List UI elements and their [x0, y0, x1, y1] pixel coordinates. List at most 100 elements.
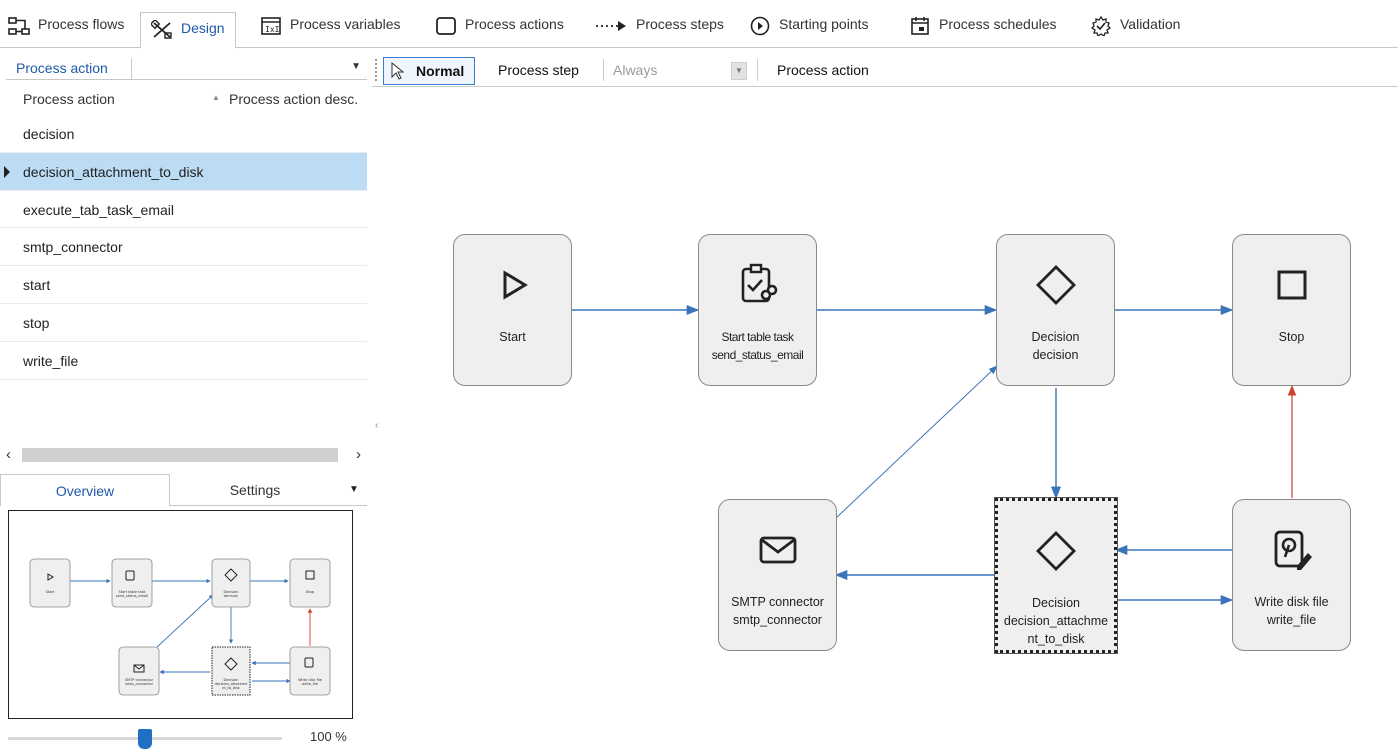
normal-mode-button[interactable]: Normal — [383, 57, 475, 85]
tab-process-flows[interactable]: Process flows — [4, 10, 134, 48]
diamond-icon — [1036, 531, 1076, 571]
pointer-cursor-icon — [391, 62, 404, 80]
overview-minimap[interactable]: Start Start table task send_status_email… — [8, 510, 353, 719]
svg-text:decision_attachme: decision_attachme — [215, 682, 248, 686]
tab-label: Process flows — [38, 16, 125, 32]
scroll-left-icon[interactable]: ‹ — [6, 446, 11, 463]
chevron-down-icon[interactable]: ▼ — [731, 62, 747, 80]
diagram-toolbar: Normal Process step Always ▼ Process act… — [372, 55, 1398, 87]
svg-text:SMTP connector: SMTP connector — [125, 678, 154, 682]
toolbar-grip[interactable] — [375, 59, 377, 81]
table-row[interactable]: execute_tab_task_email — [0, 191, 367, 229]
row-cell: smtp_connector — [23, 239, 123, 256]
node-stop[interactable]: Stop — [1232, 234, 1351, 386]
zoom-label: 100 % — [310, 729, 347, 744]
tab-label: Validation — [1120, 16, 1181, 32]
dotted-arrow-icon — [594, 16, 628, 36]
grid-header: Process action ▲ Process action desc. — [0, 85, 367, 113]
table-row[interactable]: start — [0, 266, 367, 304]
table-row[interactable]: stop — [0, 304, 367, 342]
minimap-diagram: Start Start table task send_status_email… — [29, 558, 331, 696]
tab-process-actions[interactable]: Process actions — [431, 10, 574, 48]
play-circle-icon — [749, 16, 771, 36]
node-smtp-connector[interactable]: SMTP connector smtp_connector — [718, 499, 837, 651]
node-start[interactable]: Start — [453, 234, 572, 386]
chevron-down-icon: ▼ — [349, 484, 359, 495]
node-subtitle: write_file — [1266, 613, 1317, 627]
tab-label: Process schedules — [939, 16, 1057, 32]
row-cell: start — [23, 277, 51, 294]
design-icon — [151, 20, 173, 40]
node-title: Start table task — [721, 330, 794, 344]
row-cell: stop — [23, 314, 50, 331]
node-title: Decision — [1031, 330, 1080, 344]
tab-design[interactable]: Design — [140, 12, 236, 49]
play-icon — [503, 270, 528, 300]
stop-square-icon — [1277, 270, 1306, 300]
combo-value: Process action — [16, 60, 108, 76]
node-title: Stop — [1278, 330, 1305, 344]
tab-label: Process variables — [290, 16, 401, 32]
node-subtitle: send_status_email — [711, 348, 804, 362]
node-subtitle: smtp_connector — [733, 613, 822, 627]
table-row-selected[interactable]: decision_attachment_to_disk — [0, 152, 367, 191]
tab-menu-button[interactable]: ▼ — [340, 474, 367, 506]
node-subtitle: decision — [1032, 348, 1079, 362]
node-title: SMTP connector — [731, 595, 824, 609]
current-row-marker-icon — [4, 165, 10, 178]
svg-text:write_file: write_file — [302, 682, 318, 686]
bottom-tabs: Overview Settings ▼ — [0, 474, 367, 506]
process-action-button[interactable]: Process action — [777, 62, 869, 78]
node-start-table-task[interactable]: Start table task send_status_email — [698, 234, 817, 386]
node-subtitle-cont: nt_to_disk — [1027, 632, 1085, 646]
chevron-down-icon[interactable]: ▼ — [351, 61, 361, 72]
condition-dropdown[interactable]: Always ▼ — [608, 59, 750, 83]
condition-value: Always — [613, 62, 658, 78]
tab-process-variables[interactable]: IxI Process variables — [256, 10, 411, 48]
scrollbar-thumb[interactable] — [22, 448, 338, 462]
svg-text:Start: Start — [46, 590, 55, 594]
rounded-square-icon — [435, 16, 457, 36]
node-decision[interactable]: Decision decision — [996, 234, 1115, 386]
combo-separator — [131, 58, 132, 80]
process-step-button[interactable]: Process step — [498, 62, 579, 78]
tab-overview[interactable]: Overview — [0, 474, 170, 506]
node-title: Decision — [1032, 596, 1080, 610]
zoom-thumb[interactable] — [138, 729, 152, 749]
svg-text:Decision: Decision — [224, 678, 239, 682]
tab-settings[interactable]: Settings — [170, 474, 340, 506]
left-panel: Process action ▼ Process action ▲ Proces… — [0, 49, 367, 750]
svg-text:smtp_connector: smtp_connector — [125, 682, 154, 686]
row-cell: decision — [23, 126, 75, 142]
tab-starting-points[interactable]: Starting points — [745, 10, 879, 48]
panel-splitter[interactable]: ‹ — [375, 420, 379, 431]
column-header-process-action[interactable]: Process action — [23, 91, 115, 107]
top-tab-bar: Process flows Design IxI Process variabl… — [0, 0, 1398, 49]
column-header-process-action-desc[interactable]: Process action desc. — [229, 91, 359, 107]
process-flows-icon — [8, 16, 30, 36]
table-row[interactable]: write_file — [0, 342, 367, 380]
variables-icon: IxI — [260, 16, 282, 36]
table-row[interactable]: smtp_connector — [0, 228, 367, 267]
process-action-combo[interactable]: Process action ▼ — [6, 56, 367, 80]
tab-process-schedules[interactable]: Process schedules — [905, 10, 1067, 48]
horizontal-scrollbar[interactable]: ‹ › — [0, 445, 367, 465]
row-cell: execute_tab_task_email — [23, 201, 174, 218]
clipboard-check-link-icon — [741, 263, 777, 303]
tab-process-steps[interactable]: Process steps — [590, 10, 734, 48]
zoom-slider[interactable]: 100 % — [0, 725, 367, 750]
svg-text:Start table task: Start table task — [118, 590, 146, 594]
svg-text:Stop: Stop — [306, 590, 315, 594]
tab-label: Process steps — [636, 16, 724, 32]
envelope-icon — [759, 536, 796, 564]
sort-ascending-icon: ▲ — [212, 93, 220, 102]
table-row[interactable]: decision — [0, 115, 367, 153]
toolbar-separator — [603, 59, 604, 81]
process-action-list: decision decision_attachment_to_disk exe… — [0, 115, 367, 380]
tab-validation[interactable]: Validation — [1086, 10, 1190, 48]
scroll-right-icon[interactable]: › — [356, 446, 361, 463]
diagram-edges — [572, 304, 1297, 606]
